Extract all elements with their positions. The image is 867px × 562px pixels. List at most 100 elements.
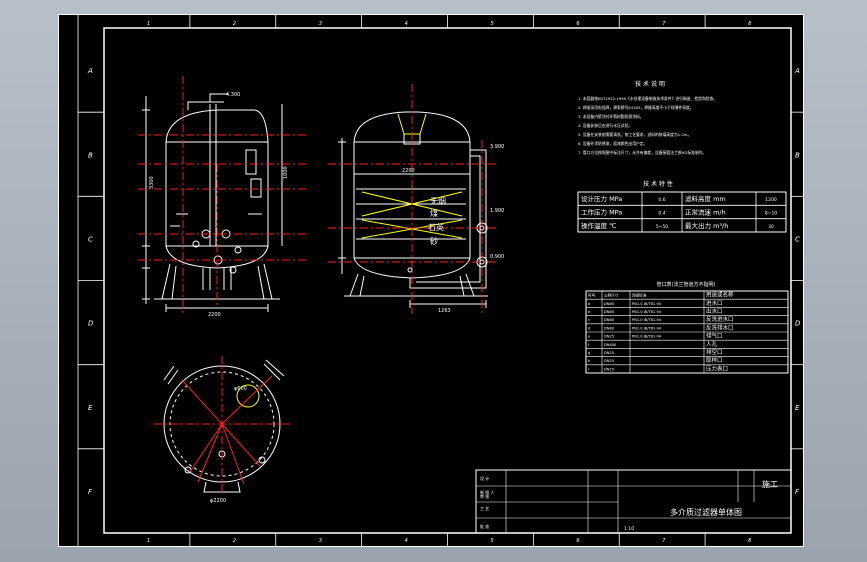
nozzle-cell: 取样口 — [706, 356, 723, 364]
front-dim-height: 3300 — [149, 176, 155, 189]
nozzle-cell: 进水口 — [706, 299, 723, 307]
side-centerlines — [328, 84, 498, 314]
nozzle-cell: DN80 — [604, 318, 615, 322]
side-elev-top: 3.900 — [490, 144, 504, 150]
zone-row-right: E — [795, 404, 800, 412]
zone-row-left: C — [88, 235, 93, 243]
zone-row-left: A — [87, 67, 93, 75]
tech-param-cell: 最大出力 m³/h — [685, 221, 728, 230]
tech-param-cell: 工作压力 MPa — [581, 208, 622, 217]
nozzle-cell: 排气口 — [706, 332, 723, 340]
nozzle-cell: d — [588, 326, 590, 330]
side-text: 无烟 煤 石英 砂 2200 1263 3.900 1.900 0.900 — [402, 144, 504, 314]
nozzle-cell: PN1.0 JB/T81-94 — [632, 302, 662, 306]
zone-row-left: E — [88, 404, 93, 412]
title-block-row-label: 制 图 人 — [480, 489, 495, 495]
nozzle-header-cell: 公称尺寸 — [604, 293, 619, 298]
nozzle-cell: DN80 — [604, 326, 615, 330]
filter-label-2: 煤 — [430, 208, 438, 218]
tech-param-cell: 0.6 — [658, 197, 665, 203]
tech-param-cell: 0.4 — [658, 211, 665, 217]
side-dim-width: 2200 — [402, 168, 415, 174]
title-block-row-label: 审 核 — [480, 493, 489, 499]
nozzle-cell: DN80 — [604, 310, 615, 314]
tech-note-line: 3. 本设备内壁涂衬环氧树脂防腐涂料。 — [578, 114, 644, 119]
nozzle-cell: DN25 — [604, 351, 614, 355]
zone-row-right: A — [794, 67, 800, 75]
tech-note-line: 2. 焊接采用电弧焊，焊条牌号E4303，焊缝高度不小于较薄件厚度。 — [578, 105, 694, 110]
zone-col-bottom: 2 — [233, 538, 236, 544]
tech-params-title: 技 术 特 性 — [643, 180, 673, 188]
zone-col-top: 2 — [233, 21, 236, 27]
inner-border — [103, 27, 792, 534]
zone-col-bottom: 4 — [405, 538, 408, 544]
zone-row-right: D — [795, 320, 801, 328]
stage-label: 施工 — [762, 479, 778, 489]
front-dim-side: 1000 — [283, 166, 289, 179]
zone-row-right: F — [795, 488, 800, 496]
tech-param-cell: 设计压力 MPa — [581, 194, 622, 203]
zone-col-bottom: 8 — [748, 538, 751, 544]
plan-text: φ600 φ2200 — [210, 386, 247, 504]
drawing-title: 多介质过滤器单体图 — [670, 507, 742, 517]
tech-param-cell: 5~50 — [656, 224, 668, 230]
nozzle-cell: DN80 — [604, 302, 615, 306]
nozzle-cell: e — [588, 335, 591, 339]
tech-note-line: 5. 设备在安装前需要清洗，按工艺要求，滤料的装填高度为1.2m。 — [578, 132, 691, 137]
nozzle-cell: 反洗进水口 — [706, 315, 734, 323]
tech-notes: 技 术 说 明 1. 本容器按JB/T2932-1999《水处理设备制造技术条件… — [578, 80, 717, 155]
zone-col-top: 5 — [490, 21, 493, 27]
nozzle-cell: PN1.0 JB/T81-94 — [632, 310, 662, 314]
side-shell — [353, 111, 471, 259]
front-dim-text: 4.300 3300 2200 1000 — [149, 92, 289, 318]
tech-params: 技 术 特 性 设计压力 MPa 0.6 滤料高度 mm 1200 工作压力 MPa 0.… — [577, 180, 787, 233]
title-block-row-label: 设 计 — [480, 475, 489, 481]
front-centerlines — [138, 76, 308, 314]
front-shell — [165, 109, 269, 247]
zone-row-left: D — [88, 320, 94, 328]
nozzle-table-title: 管口表(法兰管道方不指明) — [657, 281, 716, 288]
zone-col-top: 6 — [576, 21, 579, 27]
zone-row-left: B — [88, 151, 93, 159]
scale-label: 1:10 — [624, 526, 634, 532]
tech-notes-title: 技 术 说 明 — [635, 80, 665, 88]
zone-col-bottom: 6 — [576, 538, 579, 544]
outer-border — [58, 14, 804, 547]
nozzle-cell: 压力表口 — [706, 364, 728, 372]
nozzle-cell: PN1.0 JB/T81-94 — [632, 326, 662, 330]
tech-param-cell: 30 — [768, 224, 774, 230]
zone-col-bottom: 7 — [662, 538, 666, 544]
tech-note-line: 6. 设备外涂防锈漆，面漆颜色由用户定。 — [578, 141, 647, 146]
zone-col-bottom: 1 — [147, 538, 150, 544]
zone-col-top: 8 — [748, 21, 751, 27]
nozzle-cell: PN1.0 JB/T81-94 — [632, 318, 662, 322]
zone-col-bottom: 3 — [319, 538, 322, 544]
zone-col-top: 7 — [662, 21, 666, 27]
zone-row-left: F — [88, 488, 93, 496]
side-view — [338, 111, 488, 308]
title-block: 设 计制 图 人审 核工 艺批 准 施工 多介质过滤器单体图 1:10 — [475, 469, 792, 534]
nozzle-cell: 出水口 — [706, 307, 723, 315]
tech-param-cell: 滤料高度 mm — [685, 194, 726, 203]
plan-dim-manhole: φ600 — [234, 386, 247, 392]
tech-param-cell: 1200 — [765, 197, 777, 203]
nozzle-cell: 人孔 — [706, 340, 718, 348]
front-elev-label: 4.300 — [226, 92, 240, 98]
nozzle-header-cell: 用途或名称 — [706, 291, 734, 299]
nozzle-header-cell: 连接标准 — [632, 293, 647, 298]
zone-col-top: 3 — [319, 21, 322, 27]
tech-note-line: 4. 设备安装后应进行水压试验。 — [578, 123, 632, 128]
side-elev-low: 0.900 — [490, 254, 504, 260]
zone-row-right: B — [795, 151, 800, 159]
tech-param-cell: 8~10 — [765, 211, 777, 217]
title-block-row-label: 工 艺 — [480, 506, 489, 511]
nozzle-cell: i — [588, 367, 589, 371]
nozzle-cell: b — [588, 310, 591, 314]
front-dim-width: 2200 — [208, 312, 221, 318]
nozzle-cell: c — [588, 318, 590, 322]
